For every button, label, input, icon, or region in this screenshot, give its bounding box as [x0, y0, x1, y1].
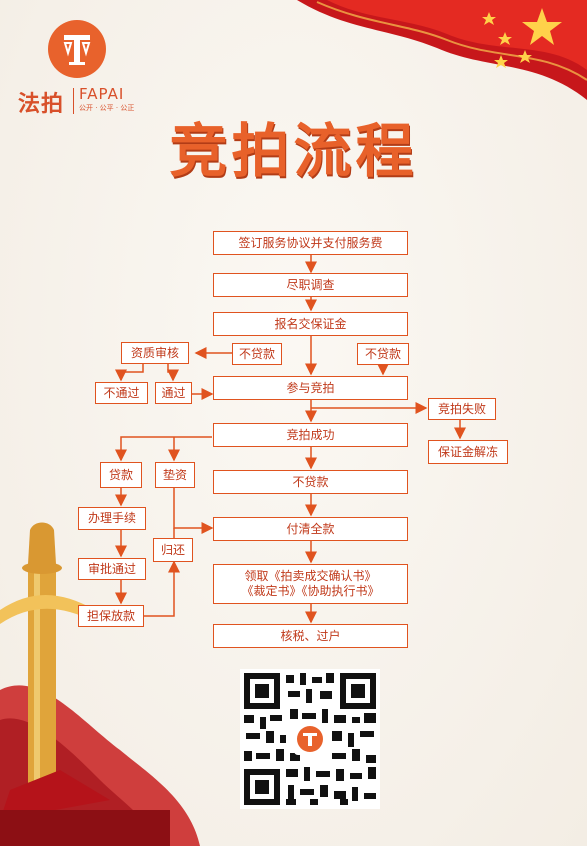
no-loan-left-box: 不贷款 [232, 343, 282, 365]
page-title: 竞拍流程 [169, 117, 418, 185]
flow-step-bid-success: 竞拍成功 [213, 423, 408, 447]
review-pass-box: 通过 [155, 382, 192, 404]
small-star-icon [518, 50, 532, 63]
flow-step-join-bidding: 参与竞拍 [213, 376, 408, 400]
bid-fail-box: 竞拍失败 [428, 398, 496, 420]
brand-en-name: FAPAI [79, 85, 125, 103]
flow-step-register-deposit: 报名交保证金 [213, 312, 408, 336]
documents-line-1: 领取《拍卖成交确认书》 [244, 569, 377, 583]
brand-slogan: 公开 · 公平 · 公正 [79, 104, 135, 112]
flow-step-full-payment: 付清全款 [213, 517, 408, 541]
logo-icon [48, 20, 106, 78]
brand-cn-name: 法拍 [18, 92, 65, 117]
flow-step-due-diligence: 尽职调查 [213, 273, 408, 297]
bridge-fund-box: 垫资 [155, 462, 195, 488]
deposit-unfreeze-box: 保证金解冻 [428, 440, 508, 464]
qualification-review-box: 资质审核 [121, 342, 189, 364]
big-star-icon [522, 8, 562, 45]
small-star-icon [498, 32, 512, 45]
no-loan-right-box: 不贷款 [357, 343, 409, 365]
flow-step-no-loan: 不贷款 [213, 470, 408, 494]
loan-box: 贷款 [100, 462, 142, 488]
small-star-icon [494, 55, 508, 68]
repay-box: 归还 [153, 538, 193, 562]
logo-divider [73, 88, 74, 114]
guarantee-release-box: 担保放款 [78, 605, 144, 627]
qr-code[interactable] [240, 669, 380, 809]
approved-box: 审批通过 [78, 558, 146, 580]
pillar-decoration [0, 522, 200, 846]
flow-step-collect-documents: 领取《拍卖成交确认书》 《裁定书》《协助执行书》 [213, 564, 408, 604]
flow-step-sign-agreement: 签订服务协议并支付服务费 [213, 231, 408, 255]
flow-step-tax-transfer: 核税、过户 [213, 624, 408, 648]
flag-decoration [297, 0, 587, 100]
small-star-icon [482, 12, 496, 25]
documents-line-2: 《裁定书》《协助执行书》 [241, 584, 380, 598]
review-fail-box: 不通过 [95, 382, 148, 404]
procedures-box: 办理手续 [78, 507, 146, 530]
